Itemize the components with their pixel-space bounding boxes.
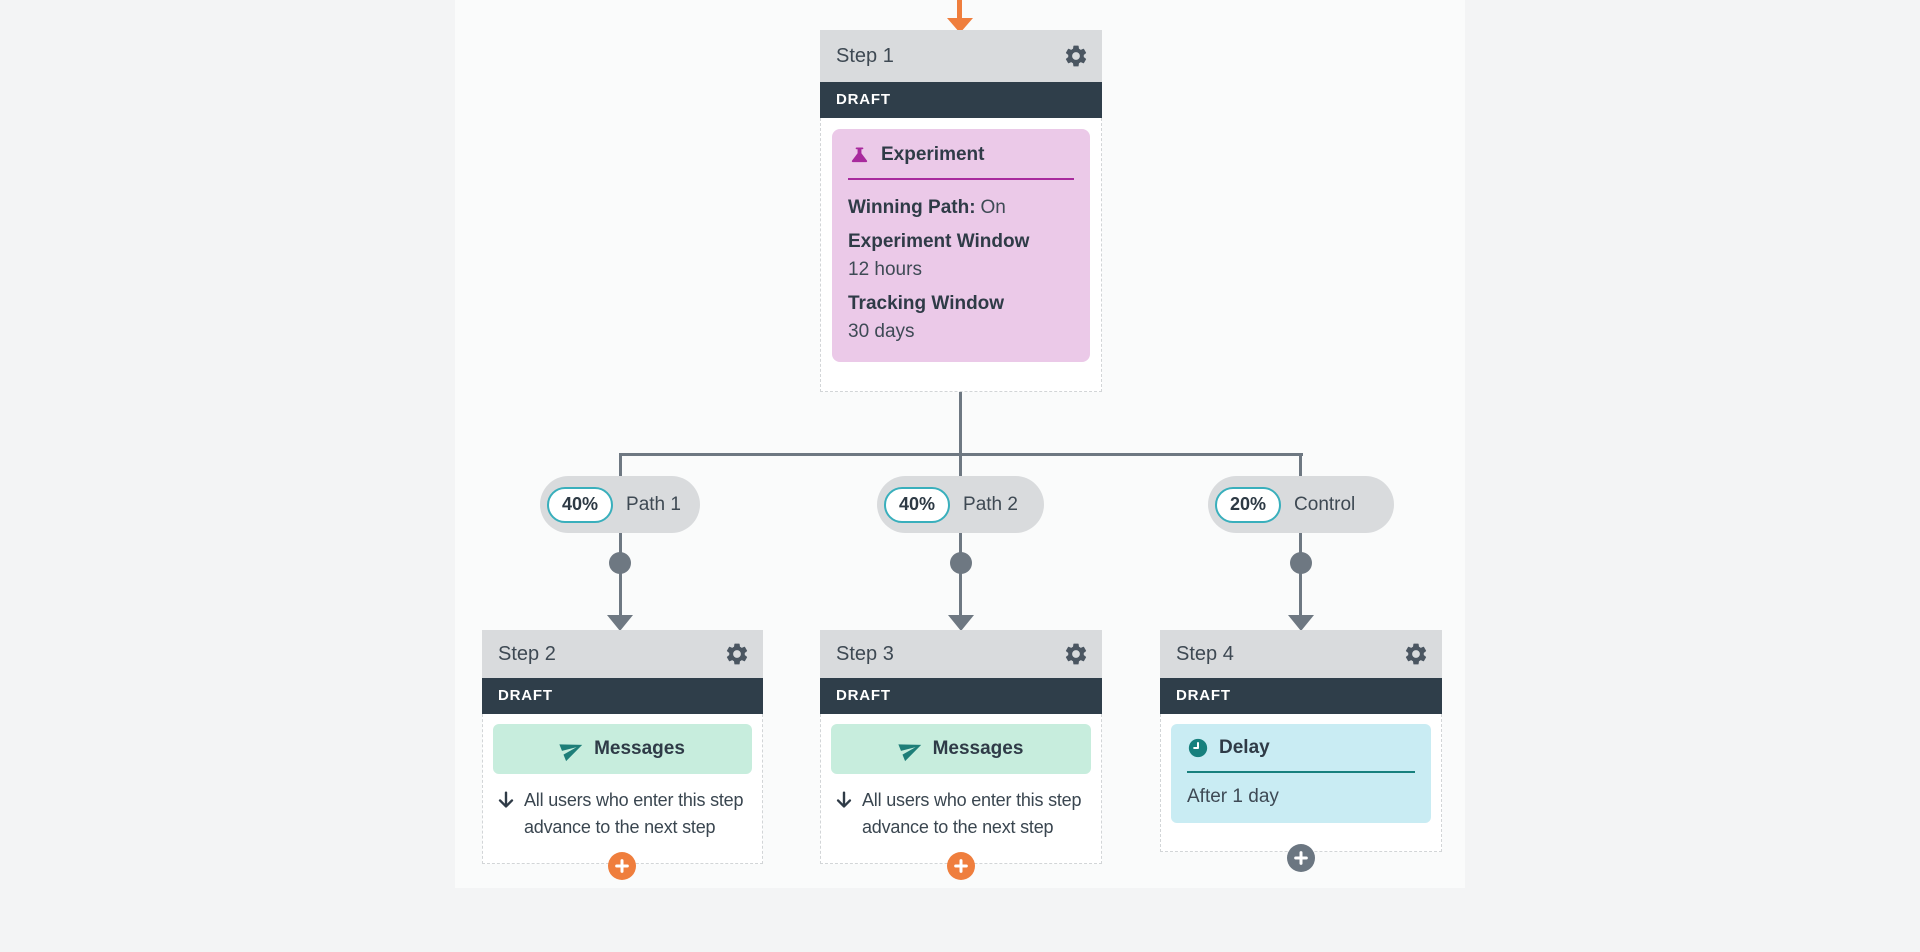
tracking-window-label: Tracking Window — [848, 293, 1005, 314]
connector-split-horizontal-line — [619, 453, 1303, 456]
tracking-window-value: 30 days — [848, 321, 915, 342]
experiment-window-value: 12 hours — [848, 259, 922, 280]
step-title: Step 2 — [498, 642, 556, 665]
plus-icon — [1294, 851, 1308, 865]
connector-arrowhead-step4 — [1288, 615, 1314, 631]
step-title: Step 4 — [1176, 642, 1234, 665]
advance-note-text: All users who enter this step advance to… — [862, 790, 1082, 837]
step-card-4[interactable]: Step 4 DRAFT Delay After 1 day — [1160, 630, 1442, 852]
connector-arrowhead-step3 — [948, 615, 974, 631]
block-title-row: Experiment — [848, 143, 1074, 166]
delay-divider — [1187, 771, 1415, 773]
step-card-2[interactable]: Step 2 DRAFT Messages All users who ente… — [482, 630, 763, 864]
messages-block[interactable]: Messages — [493, 724, 752, 774]
plus-icon — [954, 859, 968, 873]
step-title: Step 1 — [836, 44, 894, 67]
experiment-divider — [848, 178, 1074, 180]
gear-icon — [1065, 45, 1087, 67]
status-badge: DRAFT — [482, 678, 763, 714]
status-badge: DRAFT — [820, 82, 1102, 118]
branch-label: Path 2 — [963, 493, 1018, 515]
clock-icon — [1188, 738, 1208, 758]
connector-step1-down-line — [959, 392, 962, 454]
connector-path2-line — [959, 455, 962, 615]
step-header: Step 3 — [820, 630, 1102, 678]
paper-plane-icon — [897, 744, 921, 762]
advance-note: All users who enter this step advance to… — [833, 787, 1093, 841]
experiment-block[interactable]: Experiment Winning Path:On Experiment Wi… — [832, 129, 1090, 362]
status-badge: DRAFT — [1160, 678, 1442, 714]
branch-pill-path1[interactable]: 40% Path 1 — [540, 476, 700, 533]
step-settings-button[interactable] — [1063, 641, 1089, 667]
step-settings-button[interactable] — [1403, 641, 1429, 667]
branch-pill-control[interactable]: 20% Control — [1208, 476, 1394, 533]
block-title: Messages — [932, 738, 1024, 759]
connector-incoming-line — [957, 0, 962, 19]
down-arrow-icon — [836, 791, 852, 808]
add-step-button-step4[interactable] — [1287, 844, 1315, 872]
connector-path1-line — [619, 455, 622, 615]
step-title: Step 3 — [836, 642, 894, 665]
step-header: Step 1 — [820, 30, 1102, 82]
gear-icon — [1405, 643, 1427, 665]
status-badge: DRAFT — [820, 678, 1102, 714]
winning-path-row: Winning Path:On — [848, 197, 1006, 218]
step-card-1[interactable]: Step 1 DRAFT Experiment Winning Path:On … — [820, 30, 1102, 392]
block-title: Delay — [1219, 737, 1270, 758]
step-settings-button[interactable] — [724, 641, 750, 667]
block-title: Messages — [594, 738, 685, 759]
connector-control-line — [1299, 455, 1302, 615]
connector-dot-path2 — [950, 552, 972, 574]
block-title-row: Delay — [1187, 737, 1415, 759]
step-card-3[interactable]: Step 3 DRAFT Messages All users who ente… — [820, 630, 1102, 864]
step-body: Messages All users who enter this step a… — [482, 714, 763, 864]
messages-block[interactable]: Messages — [831, 724, 1091, 774]
step-header: Step 4 — [1160, 630, 1442, 678]
connector-arrowhead-step2 — [607, 615, 633, 631]
add-step-button-step2[interactable] — [608, 852, 636, 880]
step-settings-button[interactable] — [1063, 43, 1089, 69]
delay-detail: After 1 day — [1187, 786, 1279, 807]
branch-pill-path2[interactable]: 40% Path 2 — [877, 476, 1044, 533]
step-body: Delay After 1 day — [1160, 714, 1442, 852]
gear-icon — [726, 643, 748, 665]
branch-label: Path 1 — [626, 493, 681, 515]
step-header: Step 2 — [482, 630, 763, 678]
branch-label: Control — [1294, 493, 1356, 515]
branch-percent-badge: 20% — [1215, 486, 1282, 523]
advance-note: All users who enter this step advance to… — [495, 787, 754, 841]
plus-icon — [615, 859, 629, 873]
paper-plane-icon — [559, 744, 583, 762]
branch-percent-badge: 40% — [547, 486, 614, 523]
experiment-window-label: Experiment Window — [848, 231, 1030, 252]
connector-dot-control — [1290, 552, 1312, 574]
connector-incoming-arrowhead — [947, 18, 973, 33]
delay-block[interactable]: Delay After 1 day — [1171, 724, 1431, 823]
block-title: Experiment — [881, 143, 985, 165]
add-step-button-step3[interactable] — [947, 852, 975, 880]
gear-icon — [1065, 643, 1087, 665]
advance-note-text: All users who enter this step advance to… — [524, 790, 744, 837]
down-arrow-icon — [498, 791, 514, 808]
connector-dot-path1 — [609, 552, 631, 574]
branch-percent-badge: 40% — [884, 486, 951, 523]
step-body: Messages All users who enter this step a… — [820, 714, 1102, 864]
step-body: Experiment Winning Path:On Experiment Wi… — [820, 118, 1102, 392]
flask-icon — [851, 147, 868, 163]
